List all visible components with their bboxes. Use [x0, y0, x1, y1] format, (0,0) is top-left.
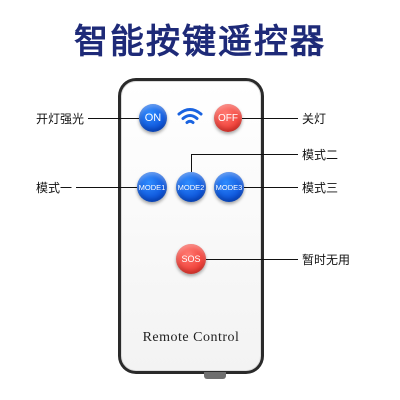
callout-mode1-line — [76, 187, 137, 188]
page-title: 智能按键遥控器 — [74, 22, 326, 62]
remote-clip — [204, 372, 226, 379]
mode3-button-label: MODE3 — [215, 182, 243, 192]
callout-on-line — [88, 118, 139, 119]
callout-mode2: 模式二 — [302, 148, 339, 162]
mode2-button[interactable]: MODE2 — [176, 172, 206, 202]
callout-sos: 暂时无用 — [302, 253, 351, 267]
sos-button-label: SOS — [181, 254, 201, 264]
off-button[interactable]: OFF — [214, 104, 242, 132]
callout-mode2-line-h — [191, 154, 298, 155]
wifi-signal-icon — [177, 108, 203, 124]
on-button-label: ON — [144, 112, 162, 124]
mode2-button-label: MODE2 — [177, 182, 205, 192]
callout-mode1: 模式一 — [36, 181, 73, 195]
callout-on: 开灯强光 — [36, 112, 85, 126]
on-button[interactable]: ON — [139, 104, 167, 132]
callout-off-line — [242, 118, 298, 119]
brand-label: Remote Control — [142, 330, 240, 345]
callout-mode2-line-v — [191, 154, 192, 172]
mode1-button-label: MODE1 — [138, 182, 166, 192]
off-button-label: OFF — [218, 112, 238, 124]
callout-sos-line — [206, 259, 298, 260]
callout-off: 关灯 — [302, 112, 327, 126]
callout-mode3-line — [244, 187, 298, 188]
mode3-button[interactable]: MODE3 — [214, 172, 244, 202]
mode1-button[interactable]: MODE1 — [137, 172, 167, 202]
callout-mode3: 模式三 — [302, 181, 339, 195]
sos-button[interactable]: SOS — [176, 244, 206, 274]
